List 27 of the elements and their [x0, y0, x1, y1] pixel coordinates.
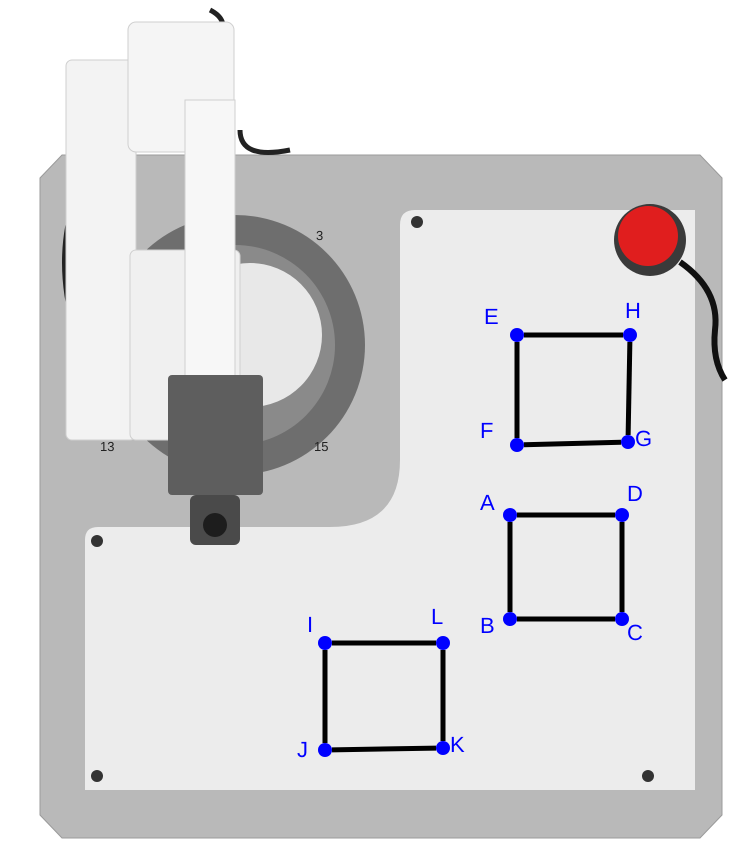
point-label: H [625, 300, 641, 322]
point-label: F [480, 420, 494, 442]
line-segment [524, 440, 622, 448]
point-label: A [480, 492, 495, 514]
line-segment [508, 522, 512, 612]
line-segment [332, 640, 436, 646]
plate-number: 13 [100, 440, 114, 453]
line-segment [620, 522, 624, 612]
line-segment [517, 616, 615, 622]
line-segment [322, 650, 328, 743]
line-segment [332, 746, 436, 752]
line-segment [440, 650, 446, 741]
line-segment [514, 342, 520, 438]
line-segment [524, 332, 623, 338]
point-label: L [431, 606, 444, 628]
line-segment [626, 342, 632, 436]
line-segment [517, 512, 615, 518]
point-label: G [635, 428, 652, 450]
point-label: I [307, 614, 314, 636]
plate-number: 3 [316, 229, 324, 242]
point-label: D [627, 483, 643, 505]
point-label: B [480, 615, 495, 637]
point-label: C [627, 622, 643, 644]
plate-number: 15 [314, 440, 328, 453]
point-label: E [484, 306, 499, 328]
point-label: J [297, 739, 308, 761]
point-label: K [450, 734, 465, 756]
